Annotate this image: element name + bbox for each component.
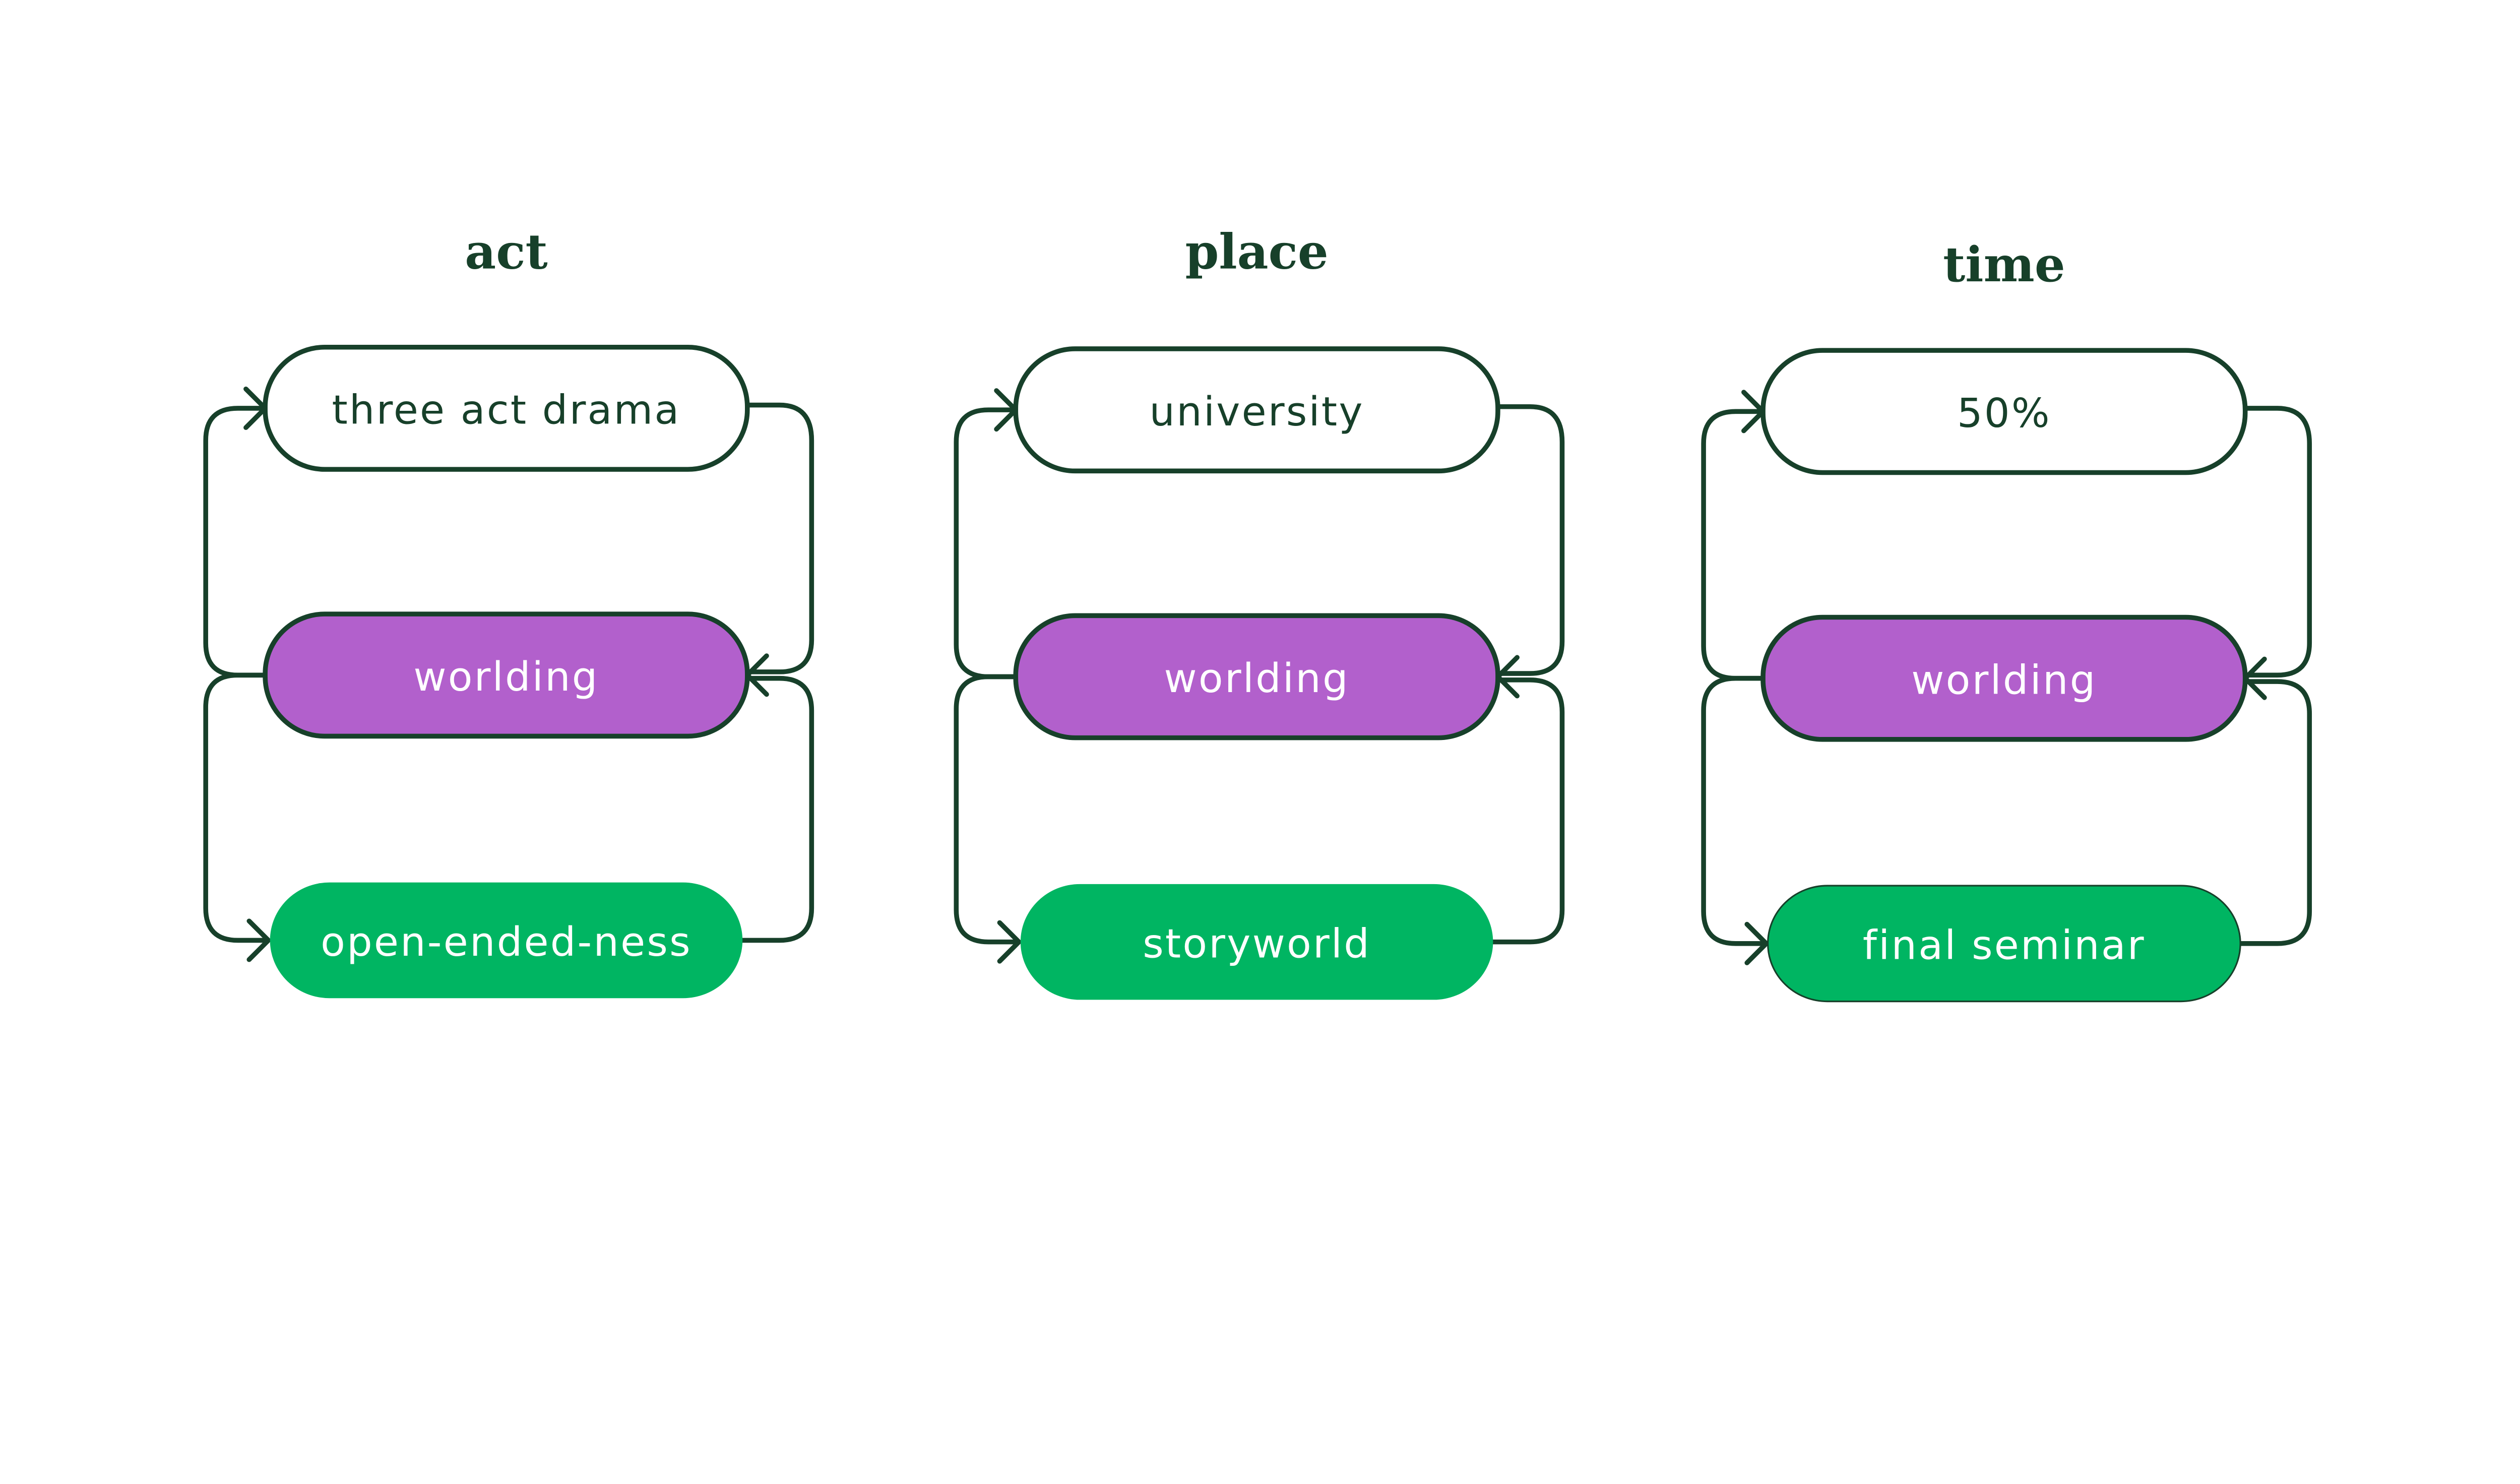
connector-middle-to-end	[1701, 675, 1766, 946]
arrowhead-icon	[745, 653, 769, 697]
arrowhead-icon	[246, 918, 271, 962]
connector-start-to-middle	[1495, 404, 1565, 676]
arrowhead-icon	[997, 920, 1022, 964]
node-pill	[1013, 613, 1500, 740]
node-pill	[263, 344, 750, 472]
start-node: university	[1013, 346, 1500, 474]
connector-start-to-middle	[745, 402, 814, 674]
column-place: place university worlding storyworld	[954, 223, 1565, 1000]
node-pill	[263, 611, 750, 739]
node-label: 50%	[1957, 390, 2051, 437]
connector-middle-to-start	[203, 406, 268, 678]
node-label: open-ended-ness	[321, 918, 692, 965]
column-act: act three act drama worlding open-ended-nes…	[203, 223, 814, 999]
node-label: worlding	[413, 653, 599, 700]
column-title: time	[1943, 236, 2065, 293]
arrowhead-icon	[1495, 655, 1520, 699]
node-pill	[270, 882, 743, 999]
end-node: final seminar	[1767, 885, 2241, 1003]
middle-node: worlding	[263, 611, 750, 739]
connector-start-to-middle	[2242, 406, 2312, 678]
node-label: storyworld	[1143, 920, 1371, 967]
end-node: storyworld	[1020, 884, 1493, 1000]
column-title: place	[1185, 223, 1328, 280]
flow-diagram: act three act drama worlding open-ended-nes…	[203, 223, 2312, 1003]
node-pill	[1767, 885, 2241, 1003]
node-pill	[1760, 614, 2248, 742]
node-label: final seminar	[1863, 921, 2146, 968]
arrowhead-icon	[1744, 921, 1769, 965]
node-label: worlding	[1911, 656, 2097, 703]
connector-middle-to-end	[203, 672, 268, 943]
node-label: university	[1150, 388, 1364, 435]
connector-middle-to-start	[1701, 409, 1766, 681]
connector-middle-to-end	[954, 674, 1019, 945]
column-title: act	[465, 223, 547, 280]
connector-middle-to-start	[954, 407, 1019, 679]
node-pill	[1760, 348, 2248, 475]
arrowhead-icon	[2242, 656, 2267, 700]
start-node: 50%	[1760, 348, 2248, 475]
column-time: time 50% worlding final seminar	[1701, 236, 2312, 1003]
middle-node: worlding	[1760, 614, 2248, 742]
connector-end-to-middle	[740, 675, 814, 943]
end-node: open-ended-ness	[270, 882, 743, 999]
node-pill	[1013, 346, 1500, 474]
node-label: worlding	[1164, 655, 1350, 702]
connector-end-to-middle	[2238, 679, 2312, 946]
middle-node: worlding	[1013, 613, 1500, 740]
connector-end-to-middle	[1490, 677, 1565, 945]
node-label: three act drama	[332, 387, 680, 434]
start-node: three act drama	[263, 344, 750, 472]
node-pill	[1020, 884, 1493, 1000]
